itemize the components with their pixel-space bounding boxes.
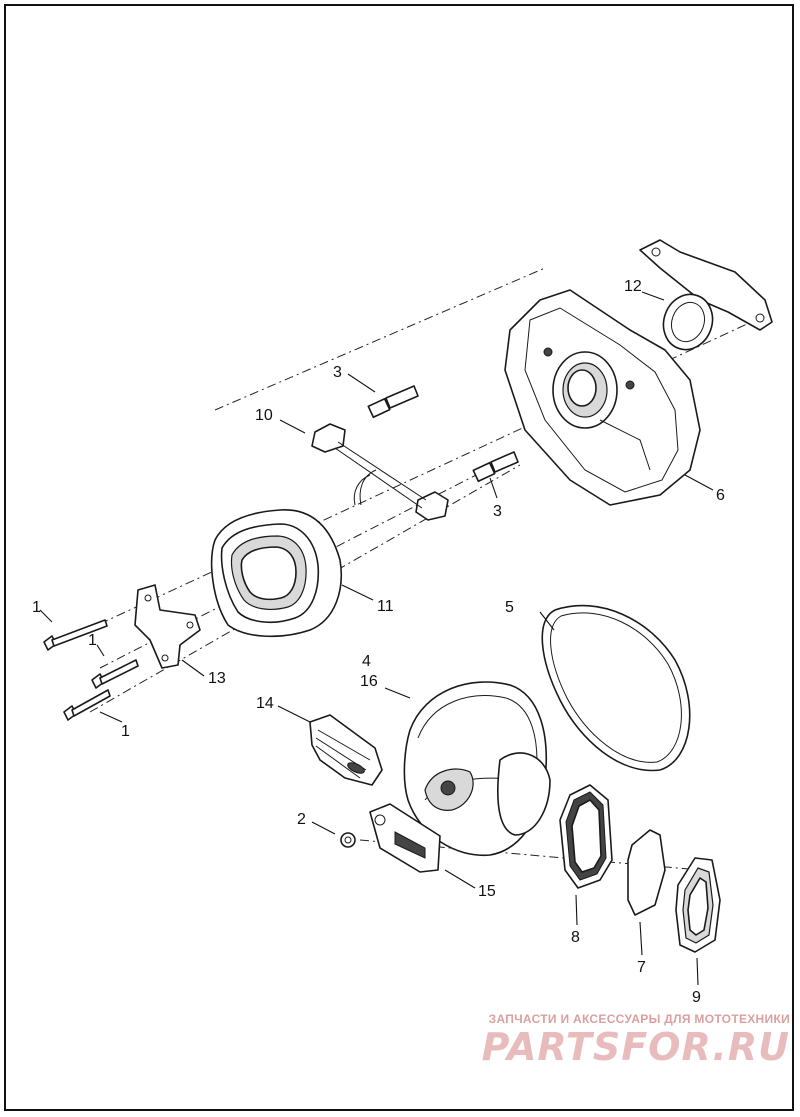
part-10-breather-tube bbox=[311, 423, 449, 521]
axis-line-upper bbox=[214, 267, 546, 411]
callout-11: 11 bbox=[377, 598, 394, 615]
callout-8: 8 bbox=[571, 929, 580, 946]
part-9-trim-ring bbox=[675, 857, 721, 953]
callout-12: 12 bbox=[624, 278, 642, 295]
callout-13: 13 bbox=[208, 670, 226, 687]
callout-6: 6 bbox=[716, 487, 725, 504]
part-7-gasket bbox=[627, 829, 666, 916]
watermark: ЗАПЧАСТИ И АКСЕССУАРЫ ДЛЯ МОТОТЕХНИКИ PA… bbox=[430, 1012, 790, 1068]
part-5-seal-ring bbox=[541, 604, 691, 772]
callout-10: 10 bbox=[255, 407, 273, 424]
watermark-tagline: ЗАПЧАСТИ И АКСЕССУАРЫ ДЛЯ МОТОТЕХНИКИ bbox=[488, 1012, 790, 1026]
part-15-badge bbox=[369, 803, 441, 873]
part-1-screw-bottom bbox=[63, 689, 111, 721]
callout-1-bottom: 1 bbox=[121, 723, 130, 740]
callout-3-lower: 3 bbox=[493, 503, 502, 520]
part-14-trim-strip bbox=[309, 714, 383, 786]
part-2-screw bbox=[340, 832, 356, 848]
part-1-screw-top bbox=[43, 619, 108, 651]
leader-lines bbox=[39, 291, 714, 986]
callout-9: 9 bbox=[692, 989, 701, 1006]
callout-16: 16 bbox=[360, 673, 378, 690]
part-3-breather-bolt-lower bbox=[472, 451, 519, 483]
diagram-frame bbox=[4, 4, 794, 1111]
part-8-filter bbox=[559, 784, 613, 889]
part-6-backplate bbox=[504, 289, 701, 506]
part-11-filter-element bbox=[210, 509, 342, 638]
callout-2: 2 bbox=[297, 811, 306, 828]
callout-5: 5 bbox=[505, 599, 514, 616]
part-1-screw-middle bbox=[91, 659, 139, 689]
callout-1-top: 1 bbox=[32, 599, 41, 616]
part-12-seal-plate bbox=[639, 239, 773, 351]
callout-14: 14 bbox=[256, 695, 274, 712]
watermark-logo: PARTSFOR.RU bbox=[481, 1025, 790, 1069]
callout-7: 7 bbox=[637, 959, 646, 976]
part-13-bracket bbox=[134, 584, 201, 669]
callout-15: 15 bbox=[478, 883, 496, 900]
part-4-cover bbox=[403, 681, 551, 856]
callout-1-middle: 1 bbox=[88, 632, 97, 649]
callout-3-upper: 3 bbox=[333, 364, 342, 381]
axis-line-top bbox=[64, 317, 761, 641]
callout-4: 4 bbox=[362, 653, 371, 670]
part-3-breather-bolt-upper bbox=[367, 385, 419, 419]
